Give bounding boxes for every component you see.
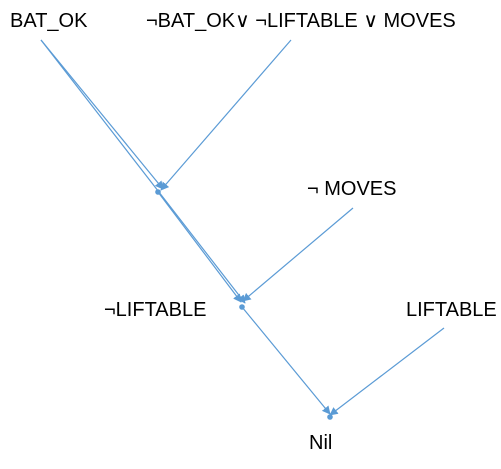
node-liftable: LIFTABLE [406,299,497,321]
resolvent-node-nil [327,414,333,420]
node-clause: ¬BAT_OK∨ ¬LIFTABLE ∨ MOVES [146,10,456,32]
node-nil: Nil [309,432,333,454]
edge-resolvent-2-to-nil [241,306,331,415]
resolvent-node-1 [155,189,161,195]
edge-clause-to-resolvent-1 [160,39,292,191]
node-bat-ok: BAT_OK [10,10,88,32]
edge-not-moves-to-resolvent-2 [242,207,354,302]
resolvent-node-2 [239,304,245,310]
node-not-moves: ¬ MOVES [307,178,397,200]
edge-liftable-to-nil [329,327,445,416]
node-not-liftable: ¬LIFTABLE [104,299,207,321]
edge-resolvent-1-to-resolvent-2 [157,191,242,303]
edge-bat-ok-to-resolvent-2 [40,39,246,304]
edge-bat-ok-to-resolvent-1 [40,39,164,190]
